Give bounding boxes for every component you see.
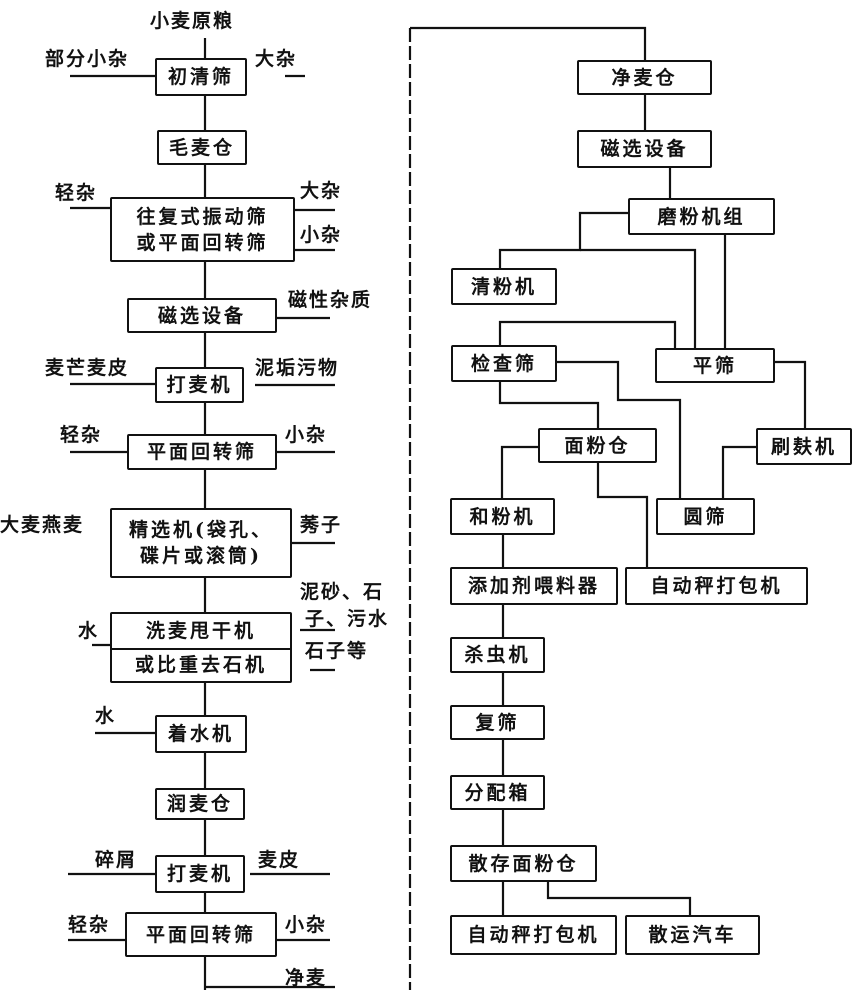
side-label: 麦皮 — [258, 849, 301, 871]
side-label: 轻杂 — [60, 424, 103, 446]
box-raw-wheat-bin: 毛麦仓 — [157, 130, 247, 165]
box-round-sifter: 圆筛 — [656, 498, 755, 535]
side-label: 子、污水 — [305, 608, 390, 630]
box-line: 精选机(袋孔、 — [129, 519, 273, 541]
box-magnetic-separator-2: 磁选设备 — [577, 130, 712, 168]
box-roller-mills: 磨粉机组 — [628, 198, 775, 235]
box-bulk-truck: 散运汽车 — [625, 915, 760, 955]
box-separator: 精选机(袋孔、 碟片或滚筒) — [110, 508, 292, 578]
box-initial-sieve: 初清筛 — [155, 58, 247, 96]
box-insect-destroyer: 杀虫机 — [450, 637, 545, 673]
box-auto-packer: 自动秤打包机 — [625, 567, 808, 605]
box-bulk-flour-bin: 散存面粉仓 — [450, 845, 597, 882]
box-vibrating-sieve: 往复式振动筛 或平面回转筛 — [110, 197, 295, 262]
side-label: 轻杂 — [55, 182, 98, 204]
side-label: 大杂 — [300, 180, 343, 202]
side-label: 莠子 — [300, 514, 343, 536]
box-purifier: 清粉机 — [451, 268, 557, 305]
box-auto-packer-2: 自动秤打包机 — [450, 915, 617, 955]
box-magnetic-separator: 磁选设备 — [127, 298, 277, 333]
box-flour-bin: 面粉仓 — [538, 428, 657, 463]
divider — [112, 647, 290, 650]
side-label: 小杂 — [285, 424, 328, 446]
input-label: 小麦原粮 — [150, 10, 235, 32]
box-line: 洗麦甩干机 — [145, 619, 256, 642]
box-line: 碟片或滚筒) — [140, 545, 262, 567]
side-label: 小杂 — [285, 914, 328, 936]
box-clean-wheat-bin: 净麦仓 — [577, 60, 712, 95]
side-label: 大杂 — [255, 48, 298, 70]
box-line: 或平面回转筛 — [136, 231, 269, 254]
box-distribution-box: 分配箱 — [450, 775, 545, 810]
box-tempering-bin: 润麦仓 — [155, 788, 245, 820]
side-label: 净麦 — [285, 967, 328, 989]
side-label: 小杂 — [300, 224, 343, 246]
side-label: 石子等 — [305, 640, 369, 662]
box-scourer: 打麦机 — [155, 367, 244, 403]
box-scourer-2: 打麦机 — [155, 855, 245, 893]
box-re-sifter: 复筛 — [450, 705, 545, 740]
box-washer-destoner: 洗麦甩干机 或比重去石机 — [110, 612, 292, 683]
side-label: 大麦燕麦 — [0, 514, 85, 536]
side-label: 麦芒麦皮 — [45, 357, 130, 379]
side-label: 泥垢污物 — [255, 357, 340, 379]
box-bran-brusher: 刷麸机 — [756, 428, 852, 465]
side-label: 泥砂、石 — [300, 581, 385, 603]
box-additive-feeder: 添加剂喂料器 — [450, 567, 618, 605]
box-plansifter: 平筛 — [655, 348, 775, 383]
side-label: 碎屑 — [95, 849, 138, 871]
box-line: 往复式振动筛 — [136, 205, 269, 228]
box-flour-blender: 和粉机 — [450, 498, 555, 535]
side-label: 部分小杂 — [45, 48, 130, 70]
box-check-sifter: 检查筛 — [451, 345, 557, 382]
side-label: 水 — [95, 705, 117, 727]
box-dampener: 着水机 — [155, 715, 247, 753]
box-rotary-sieve: 平面回转筛 — [127, 434, 277, 470]
box-rotary-sieve-2: 平面回转筛 — [125, 912, 277, 957]
side-label: 水 — [78, 620, 100, 642]
box-line: 或比重去石机 — [134, 653, 267, 676]
side-label: 磁性杂质 — [288, 289, 373, 311]
side-label: 轻杂 — [68, 914, 111, 936]
